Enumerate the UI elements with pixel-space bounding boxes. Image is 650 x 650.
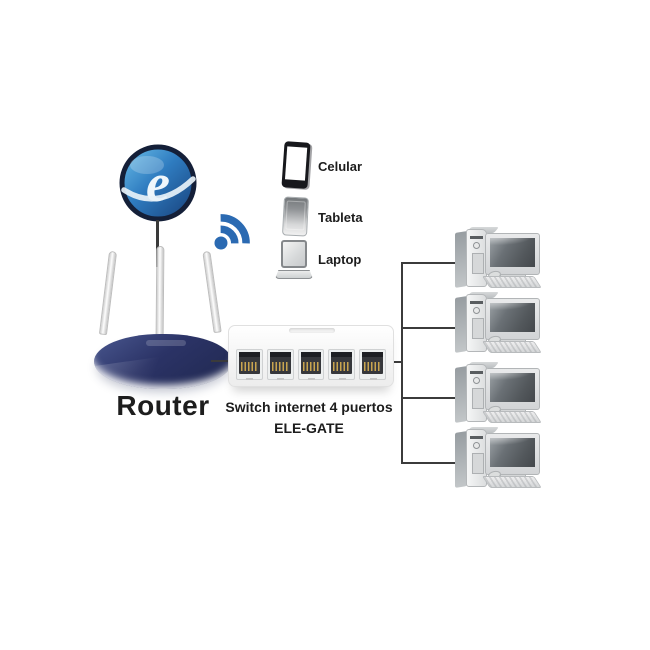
cable-branch-1 bbox=[401, 262, 457, 264]
pc-front-panel bbox=[472, 253, 484, 274]
pc-keyboard bbox=[482, 341, 542, 353]
pc-tower-front bbox=[466, 229, 487, 287]
switch-port-5 bbox=[359, 349, 386, 380]
router-antenna-middle bbox=[155, 245, 165, 337]
computer-1 bbox=[452, 227, 548, 291]
tableta-icon bbox=[281, 196, 310, 237]
switch-caption: Switch internet 4 puertos ELE-GATE bbox=[211, 399, 407, 436]
internet-explorer-logo-icon: e bbox=[119, 144, 197, 222]
pc-front-panel bbox=[472, 388, 484, 409]
device-label: Tableta bbox=[318, 210, 363, 225]
pc-monitor-screen bbox=[490, 303, 535, 332]
device-label: Laptop bbox=[318, 252, 362, 267]
pc-power-button bbox=[473, 377, 480, 384]
cable-router-to-switch bbox=[211, 360, 230, 362]
router-antenna-right bbox=[202, 250, 222, 334]
cable-branch-4 bbox=[401, 462, 457, 464]
switch-device bbox=[228, 325, 394, 387]
pc-drive-slot bbox=[470, 301, 483, 304]
router-antenna-left bbox=[98, 250, 118, 336]
port-slot bbox=[331, 352, 353, 374]
laptop-icon bbox=[275, 240, 313, 280]
pc-front-panel bbox=[472, 318, 484, 339]
pc-monitor bbox=[485, 368, 540, 410]
switch-port-4 bbox=[328, 349, 356, 380]
switch-top-notch bbox=[289, 328, 335, 333]
wifi-signal-icon bbox=[214, 214, 250, 250]
port-slot bbox=[300, 352, 322, 374]
port-number-mark bbox=[277, 378, 285, 380]
port-number-mark bbox=[246, 378, 254, 380]
device-label: Celular bbox=[318, 159, 363, 174]
switch-port-1 bbox=[236, 349, 263, 380]
pc-keyboard bbox=[482, 411, 542, 423]
port-slot bbox=[239, 352, 260, 374]
switch-caption-line2: ELE-GATE bbox=[274, 420, 344, 436]
switch-port-row bbox=[236, 349, 386, 380]
logo-letter: e bbox=[146, 153, 170, 213]
computer-2 bbox=[452, 292, 548, 356]
celular-icon bbox=[281, 141, 311, 189]
cable-branch-3 bbox=[401, 397, 457, 399]
pc-power-button bbox=[473, 307, 480, 314]
switch-caption-line1: Switch internet 4 puertos bbox=[225, 399, 393, 415]
pc-front-panel bbox=[472, 453, 484, 474]
switch-port-3 bbox=[297, 349, 325, 380]
cable-vertical-bus bbox=[401, 262, 403, 464]
port-slot bbox=[362, 352, 383, 374]
port-number-mark bbox=[369, 378, 377, 380]
computer-4 bbox=[452, 427, 548, 491]
pc-keyboard bbox=[482, 276, 542, 288]
router-device bbox=[94, 334, 232, 389]
switch-port-2 bbox=[266, 349, 294, 380]
pc-monitor-screen bbox=[490, 438, 535, 467]
router-label: Router bbox=[116, 390, 210, 421]
pc-tower-front bbox=[466, 294, 487, 352]
pc-power-button bbox=[473, 242, 480, 249]
pc-monitor bbox=[485, 233, 540, 275]
pc-keyboard bbox=[482, 476, 542, 488]
pc-monitor-screen bbox=[490, 238, 535, 267]
pc-drive-slot bbox=[470, 236, 483, 239]
pc-power-button bbox=[473, 442, 480, 449]
pc-drive-slot bbox=[470, 371, 483, 374]
port-number-mark bbox=[338, 378, 346, 380]
logo-stand-line bbox=[156, 220, 159, 267]
pc-drive-slot bbox=[470, 436, 483, 439]
pc-monitor bbox=[485, 298, 540, 340]
port-number-mark bbox=[307, 378, 315, 380]
port-slot bbox=[269, 352, 291, 374]
pc-monitor bbox=[485, 433, 540, 475]
cable-branch-2 bbox=[401, 327, 457, 329]
computer-3 bbox=[452, 362, 548, 426]
pc-monitor-screen bbox=[490, 373, 535, 402]
cable-switch-to-bus bbox=[393, 361, 403, 363]
